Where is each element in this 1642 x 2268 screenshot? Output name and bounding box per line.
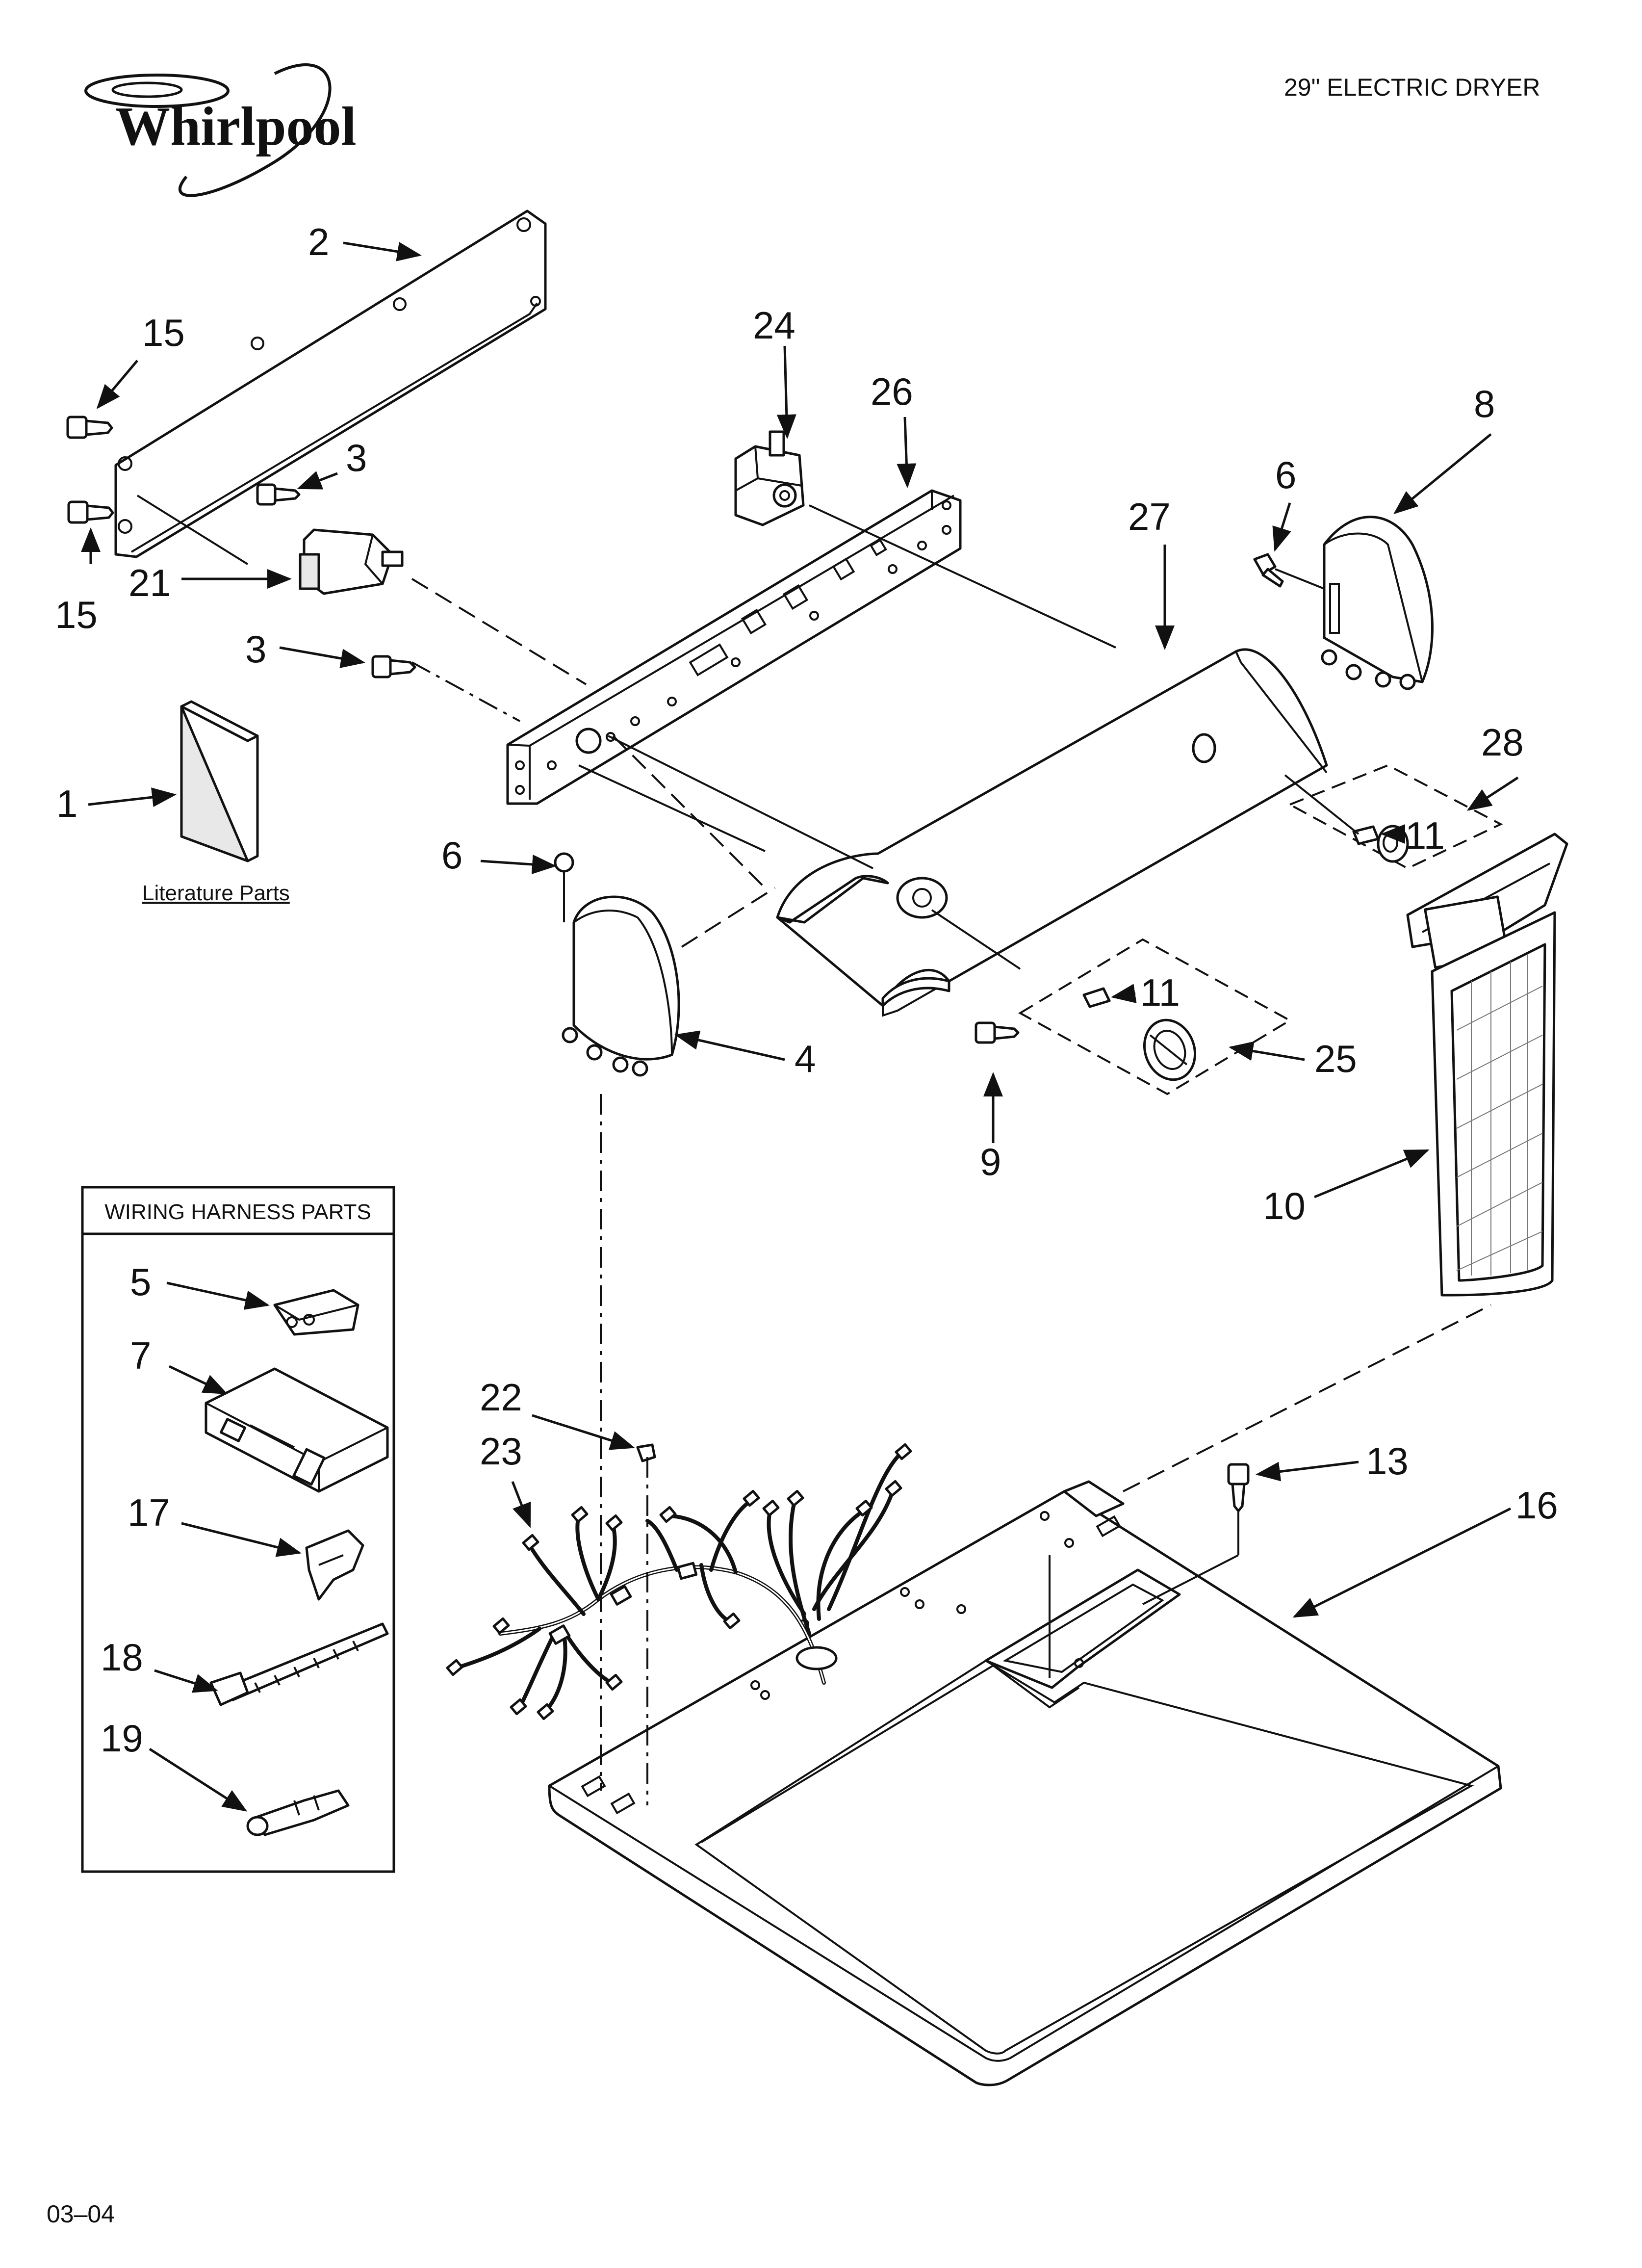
part-5-connector (273, 1289, 359, 1336)
leader-lines (81, 241, 1519, 1812)
part-27-control-console (776, 648, 1328, 1017)
svg-text:Whirlpool: Whirlpool (115, 96, 357, 157)
callout-11-upper: 11 (1405, 814, 1445, 857)
callout-18: 18 (101, 1636, 143, 1679)
callout-2: 2 (308, 220, 329, 263)
callout-8: 8 (1474, 382, 1495, 425)
part-21-timer-switch (299, 528, 404, 595)
callout-22: 22 (480, 1376, 522, 1419)
part-23-wire-harness (446, 1443, 912, 1721)
part-24-push-to-start-switch (734, 430, 805, 526)
callout-26: 26 (871, 370, 913, 413)
part-8-console-end-cap-right (1321, 516, 1434, 690)
callout-11-lower: 11 (1140, 971, 1180, 1014)
callout-3-lower: 3 (245, 627, 266, 671)
part-6-screw-left (554, 852, 574, 888)
part-4-console-end-cap-left (562, 895, 680, 1077)
part-13-screw (1227, 1463, 1250, 1512)
part-18-cable-tie (209, 1622, 389, 1706)
part-1-literature (180, 700, 259, 862)
part-26-control-bracket (506, 489, 962, 805)
part-6-screw-right (1253, 553, 1284, 588)
part-11-knob-clip-upper (1352, 825, 1380, 845)
callout-19: 19 (101, 1717, 143, 1760)
part-3-screw-upper (256, 483, 301, 506)
callout-13: 13 (1366, 1439, 1409, 1483)
callout-15-lower: 15 (55, 593, 98, 636)
part-11-knob-clip-lower (1082, 987, 1111, 1008)
part-22-harness-clip (636, 1443, 656, 1462)
callout-7: 7 (130, 1334, 151, 1377)
part-25-knob-assembly (1018, 938, 1292, 1095)
callout-3-upper: 3 (346, 436, 367, 479)
lint-screen-mesh (1456, 954, 1543, 1276)
callout-17: 17 (128, 1491, 170, 1534)
part-2-rear-panel (114, 209, 547, 558)
callout-1: 1 (56, 782, 77, 825)
callout-5: 5 (130, 1260, 151, 1303)
part-19-terminal (246, 1789, 350, 1836)
part-15-screw-lower (67, 500, 114, 524)
literature-parts-label: Literature Parts (142, 881, 290, 905)
wiring-harness-parts-box: WIRING HARNESS PARTS (81, 1186, 395, 1873)
part-9-screw (975, 1021, 1020, 1044)
callout-10: 10 (1263, 1184, 1306, 1227)
callout-24: 24 (753, 304, 795, 347)
part-7-connector-block (205, 1367, 389, 1493)
document-code: 03–04 (47, 2200, 115, 2228)
product-title: 29" ELECTRIC DRYER (1284, 74, 1540, 101)
assembly-guide-lines (136, 495, 1491, 1805)
wiring-box-title: WIRING HARNESS PARTS (104, 1200, 371, 1224)
callout-25: 25 (1314, 1037, 1357, 1080)
callout-16: 16 (1515, 1484, 1558, 1527)
part-3-screw-lower (371, 655, 416, 678)
part-15-screw-upper (66, 416, 113, 439)
part-17-wire-clip (305, 1529, 364, 1601)
part-16-dryer-top (548, 1480, 1502, 2086)
callout-9: 9 (980, 1140, 1001, 1183)
callout-27: 27 (1128, 495, 1171, 538)
part-28-knob-assembly (1287, 764, 1503, 870)
callout-23: 23 (480, 1430, 522, 1473)
callout-21: 21 (128, 561, 171, 604)
callout-4: 4 (795, 1037, 816, 1080)
callout-6-right: 6 (1275, 453, 1296, 496)
part-10-lint-screen (1406, 833, 1568, 1297)
callout-15-upper: 15 (142, 311, 185, 354)
callout-28: 28 (1481, 721, 1524, 764)
brand-logo: Whirlpool (84, 63, 357, 197)
callout-6-left: 6 (441, 834, 462, 877)
callout-numbers: 2 15 15 3 21 3 1 24 26 27 6 8 28 11 6 4 … (55, 220, 1558, 1760)
